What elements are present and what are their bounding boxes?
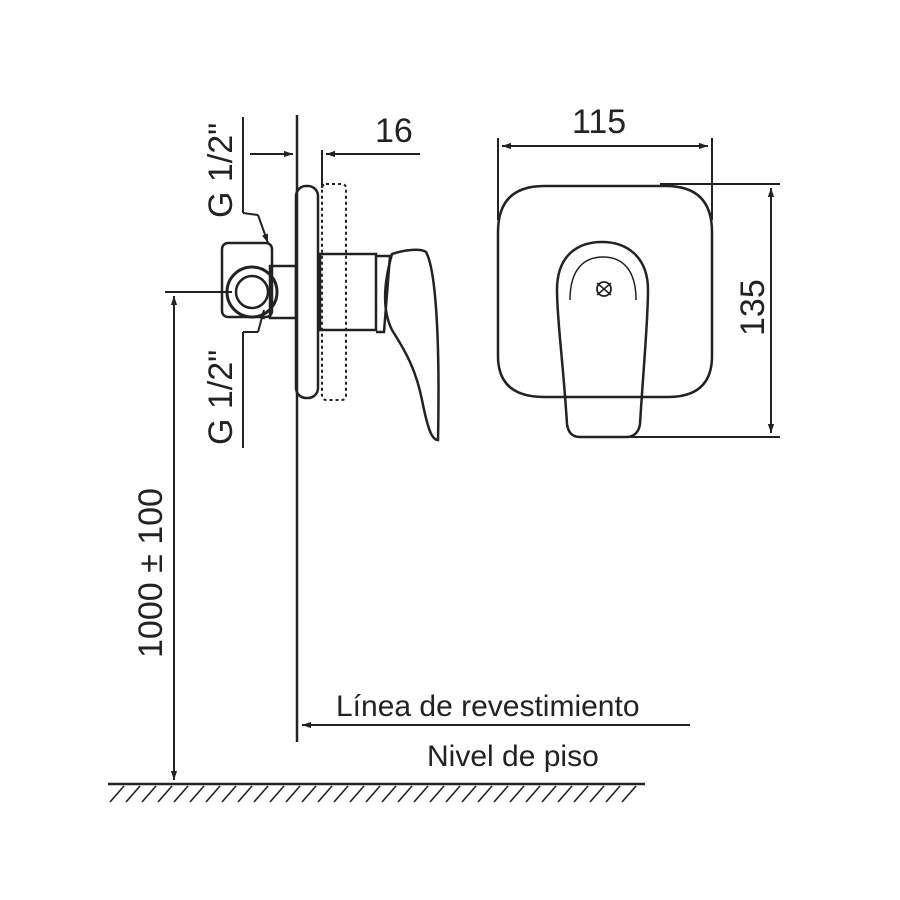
hatch-stroke <box>189 785 205 803</box>
cladding-line-label: Línea de revestimiento <box>336 690 640 723</box>
hatch-stroke <box>125 785 141 803</box>
hatch-stroke <box>413 785 429 803</box>
thread-label-lower: G 1/2" <box>202 350 240 445</box>
hatch-stroke <box>445 785 461 803</box>
hatch-stroke <box>237 785 253 803</box>
hatch-stroke <box>333 785 349 803</box>
hatch-stroke <box>557 785 573 803</box>
hatch-stroke <box>621 785 637 803</box>
height-dimension <box>630 183 780 438</box>
valve-body-side-view <box>220 183 440 442</box>
hatch-stroke <box>365 785 381 803</box>
width-dimension <box>497 138 713 220</box>
hatch-stroke <box>589 785 605 803</box>
hatch-stroke <box>141 785 157 803</box>
hatch-stroke <box>573 785 589 803</box>
hatch-stroke <box>509 785 525 803</box>
hatch-stroke <box>381 785 397 803</box>
hatch-stroke <box>525 785 541 803</box>
hatch-stroke <box>301 785 317 803</box>
height-label: 135 <box>734 279 772 336</box>
projection-label: 16 <box>375 112 413 150</box>
hatch-stroke <box>461 785 477 803</box>
hatch-stroke <box>605 785 621 803</box>
hatch-stroke <box>109 785 125 803</box>
mounting-height-dimension <box>165 291 232 780</box>
hatch-stroke <box>221 785 237 803</box>
hatch-stroke <box>349 785 365 803</box>
hatch-stroke <box>493 785 509 803</box>
hatch-stroke <box>285 785 301 803</box>
hatch-stroke <box>157 785 173 803</box>
hatch-stroke <box>317 785 333 803</box>
lever-front-view <box>555 240 650 439</box>
mounting-height-label: 1000 ± 100 <box>132 488 170 658</box>
hatch-stroke <box>269 785 285 803</box>
thread-callout-lower <box>242 309 265 448</box>
width-label: 115 <box>572 103 626 141</box>
hatch-stroke <box>429 785 445 803</box>
cover-plate-front-view <box>496 184 714 399</box>
floor-level-label: Nivel de piso <box>427 740 599 773</box>
hatch-stroke <box>205 785 221 803</box>
projection-dimension <box>250 150 420 188</box>
floor-hatching <box>109 785 637 803</box>
hatch-stroke <box>253 785 269 803</box>
brand-logo-icon <box>596 281 612 297</box>
hatch-stroke <box>541 785 557 803</box>
hatch-stroke <box>397 785 413 803</box>
hatch-stroke <box>477 785 493 803</box>
hatch-stroke <box>173 785 189 803</box>
thread-label-upper: G 1/2" <box>202 123 240 218</box>
thread-callout-upper <box>242 117 269 244</box>
